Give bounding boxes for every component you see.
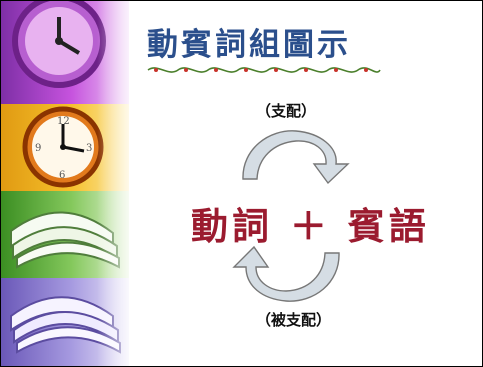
panel-fade xyxy=(97,1,129,366)
dominance-label: （支配） xyxy=(256,102,317,120)
verb-object-formula: 動詞 ＋ 賓語 xyxy=(191,204,430,248)
svg-text:12: 12 xyxy=(57,116,70,127)
svg-text:6: 6 xyxy=(59,170,65,181)
curved-arrow-icon xyxy=(242,130,350,185)
curved-arrow-icon xyxy=(232,245,340,302)
svg-text:3: 3 xyxy=(86,143,92,154)
alarm-clock-icon: 12 9 3 6 xyxy=(22,106,104,188)
decorative-border xyxy=(147,67,381,73)
svg-text:9: 9 xyxy=(35,143,41,154)
dominated-label: （被支配） xyxy=(256,311,332,329)
slide-title: 動賓詞組圖示 xyxy=(147,27,351,63)
book-stack-panel xyxy=(1,278,129,366)
decorative-photo-rail: 12 9 3 6 xyxy=(1,1,129,366)
